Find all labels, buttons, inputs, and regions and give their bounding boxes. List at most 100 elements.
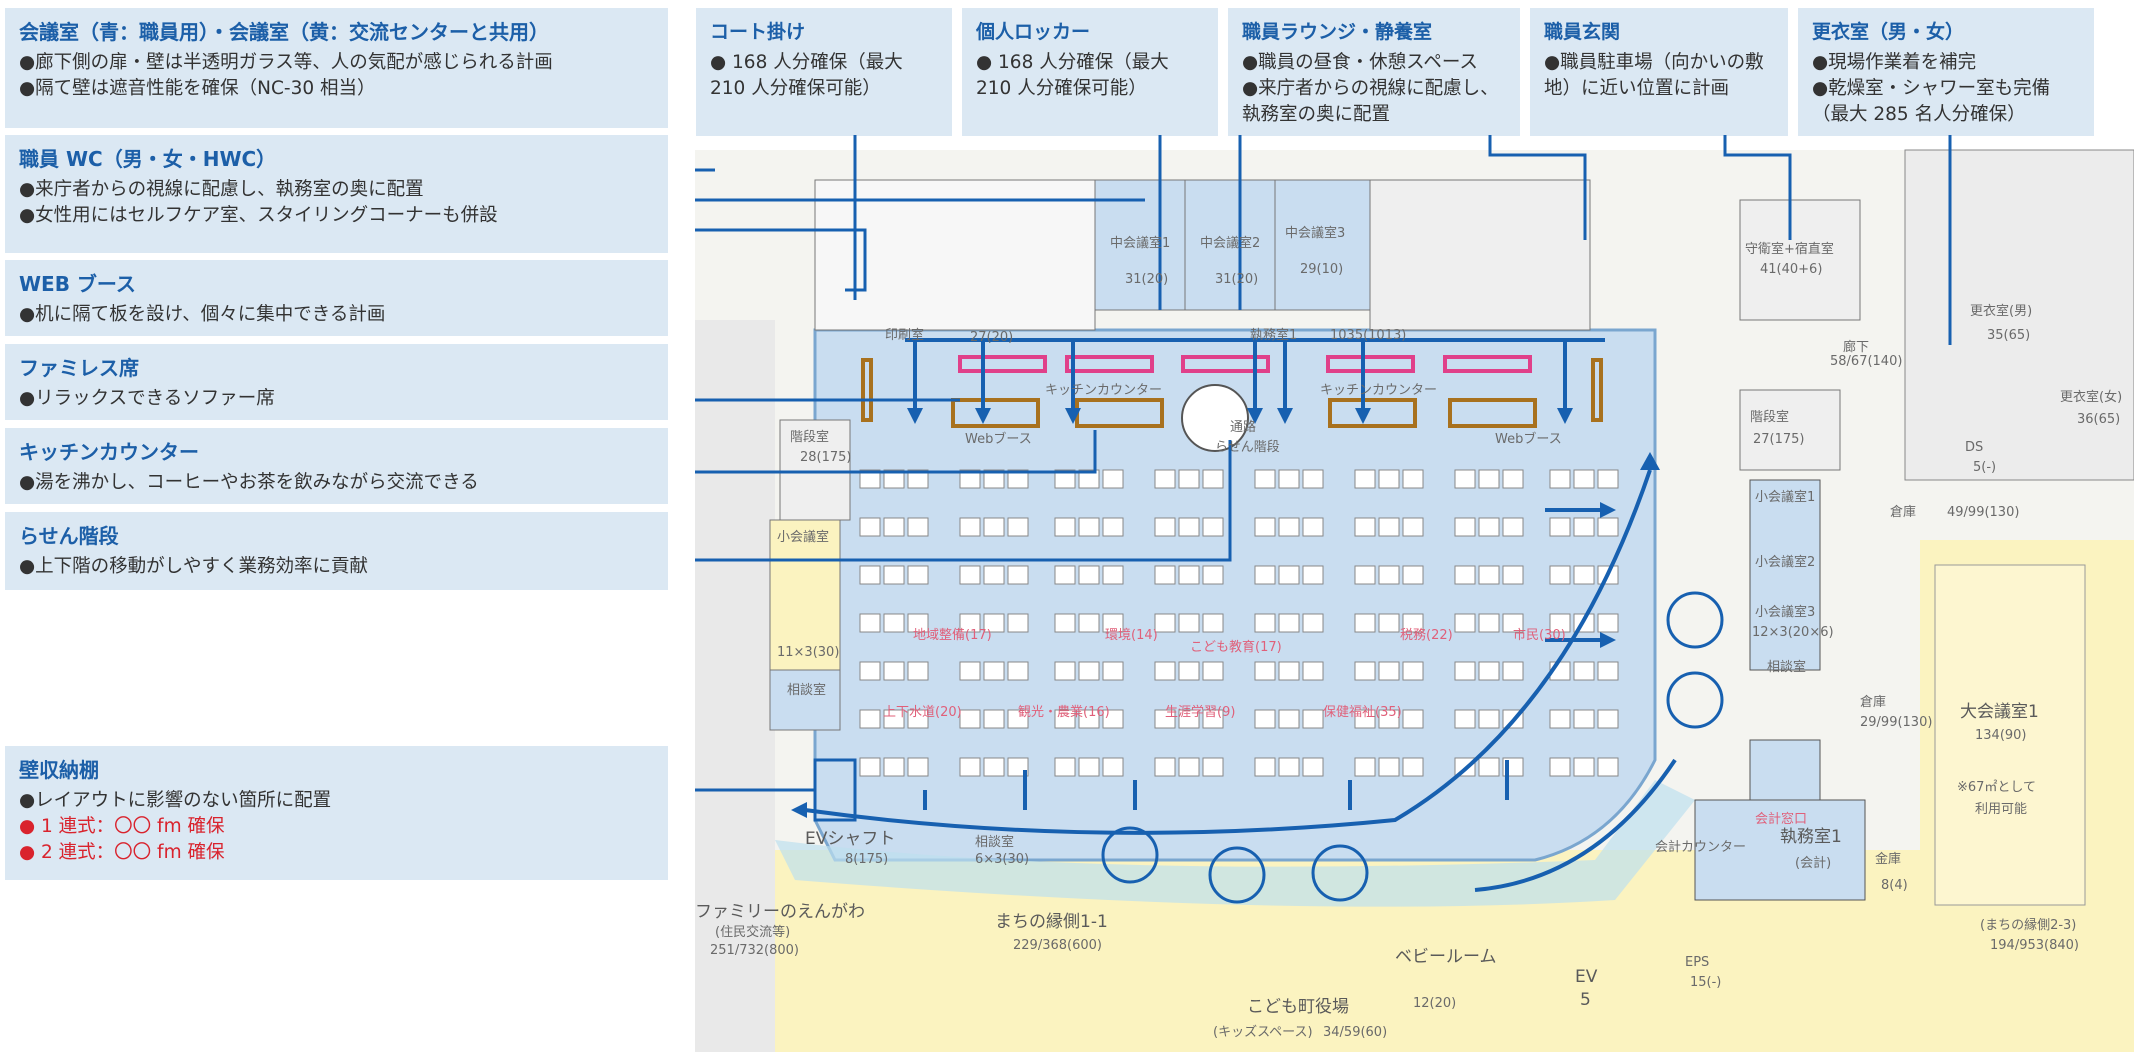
label-small-meeting-r-count: 12×3(20×6) — [1752, 625, 1834, 640]
label-consult-right: 相談室 — [1767, 660, 1807, 675]
desk — [1378, 565, 1400, 585]
desk — [1402, 517, 1424, 537]
desk — [1007, 709, 1029, 729]
desk — [1302, 661, 1324, 681]
desk — [1102, 469, 1124, 489]
callout-line: ●職員の昼食・休憩スペース — [1242, 52, 1478, 73]
desk — [959, 757, 981, 777]
desk — [859, 661, 881, 681]
label-dept-regional: 地域整備(17) — [913, 628, 992, 643]
label-accounting-counter: 会計カウンター — [1655, 840, 1747, 855]
callout-spiral-stairs: らせん階段 ●上下階の移動がしやすく業務効率に貢献 — [5, 512, 668, 590]
label-engawa-center: まちの縁側1-1 — [995, 912, 1108, 932]
desk — [1078, 613, 1100, 633]
desk — [1402, 565, 1424, 585]
desk — [1278, 757, 1300, 777]
callout-line: ●乾燥室・シャワー室も完備（最大 285 名人分確保） — [1812, 78, 2051, 125]
label-storage-1-count: 49/99(130) — [1947, 505, 2020, 520]
floor-plan-drawing — [695, 135, 2134, 1052]
label-meeting-room-2: 中会議室2 — [1200, 236, 1261, 251]
label-consult-bottom: 相談室 — [975, 835, 1015, 850]
desk — [1102, 565, 1124, 585]
callout-line: ●現場作業着を補完 — [1812, 52, 1977, 73]
label-storage-2-count: 29/99(130) — [1860, 715, 1933, 730]
label-changing-male: 更衣室(男) — [1970, 304, 2033, 319]
desk — [859, 709, 881, 729]
callout-line-red: ● 2 連式：〇〇 fm 確保 — [19, 842, 225, 863]
label-office: 執務室1 — [1250, 328, 1298, 343]
desk — [1278, 613, 1300, 633]
desk — [907, 613, 929, 633]
callout-line: ●来庁者からの視線に配慮し、執務室の奥に配置 — [1242, 78, 1499, 125]
desk — [1597, 757, 1619, 777]
desk — [1054, 517, 1076, 537]
callout-coat-hooks: コート掛け ● 168 人分確保（最大 210 人分確保可能） — [696, 8, 952, 136]
desk — [1502, 661, 1524, 681]
label-storage-1: 倉庫 — [1890, 505, 1917, 520]
callout-title: キッチンカウンター — [19, 440, 199, 464]
label-ev-shaft: EVシャフト — [805, 829, 896, 849]
desk — [1573, 757, 1595, 777]
desk — [1454, 709, 1476, 729]
label-print-room: 印刷室 — [885, 328, 925, 343]
desk — [959, 517, 981, 537]
flow-arrows — [804, 338, 1677, 892]
label-ev: EV — [1575, 967, 1598, 987]
callout-line: ●湯を沸かし、コーヒーやお茶を飲みながら交流できる — [19, 472, 479, 493]
desk — [1378, 469, 1400, 489]
desk — [1154, 517, 1176, 537]
small-meeting-right — [1749, 479, 1821, 671]
label-corridor-count: 58/67(140) — [1830, 354, 1903, 369]
desk — [1102, 757, 1124, 777]
desk — [1478, 661, 1500, 681]
desk — [1454, 517, 1476, 537]
lounge-block — [1369, 179, 1591, 331]
desk — [1378, 517, 1400, 537]
label-kids-count: 34/59(60) — [1323, 1025, 1388, 1040]
desk — [1549, 709, 1571, 729]
label-meeting-room-3: 中会議室3 — [1285, 226, 1346, 241]
counter-band — [775, 780, 1695, 907]
desk — [959, 709, 981, 729]
wall-storage-left — [813, 758, 857, 822]
label-engawa-center-count: 229/368(600) — [1013, 938, 1102, 953]
desk — [1402, 757, 1424, 777]
desk — [983, 565, 1005, 585]
label-kids-office: こども町役場 — [1247, 997, 1349, 1017]
label-small-meeting-left: 小会議室 — [777, 530, 830, 545]
desk — [1478, 517, 1500, 537]
desk — [1278, 709, 1300, 729]
desk — [1054, 565, 1076, 585]
desk — [1054, 613, 1076, 633]
desk — [1573, 517, 1595, 537]
desk-grid — [859, 469, 1619, 777]
label-accounting-office-sub: (会計) — [1795, 856, 1832, 871]
desk — [983, 757, 1005, 777]
accounting-office — [1694, 799, 1866, 901]
desk — [1302, 517, 1324, 537]
desk — [1573, 565, 1595, 585]
desk — [1278, 517, 1300, 537]
desk — [959, 469, 981, 489]
desk — [1454, 661, 1476, 681]
desk — [1302, 613, 1324, 633]
desk — [1154, 613, 1176, 633]
callout-kitchen-counter: キッチンカウンター ●湯を沸かし、コーヒーやお茶を飲みながら交流できる — [5, 428, 668, 504]
desk — [1202, 709, 1224, 729]
label-kids-space: (キッズスペース) — [1213, 1025, 1313, 1040]
desk — [1078, 469, 1100, 489]
label-engawa-left-count: 251/732(800) — [710, 943, 799, 958]
desk — [883, 757, 905, 777]
label-passage: 通路 — [1230, 420, 1257, 435]
callout-line: ●レイアウトに影響のない箇所に配置 — [19, 790, 332, 811]
desk — [907, 757, 929, 777]
consult-right — [1749, 739, 1821, 801]
label-changing-female-count: 36(65) — [2077, 412, 2121, 427]
callout-title: 職員ラウンジ・静養室 — [1242, 21, 1433, 43]
desk — [1573, 661, 1595, 681]
label-dept-tourism: 観光・農業(16) — [1018, 705, 1110, 720]
callout-meeting-rooms: 会議室（青：職員用）・会議室（黄：交流センターと共用） ●廊下側の扉・壁は半透明… — [5, 8, 668, 128]
desk — [1597, 709, 1619, 729]
desk — [1302, 565, 1324, 585]
label-safe-count: 8(4) — [1881, 878, 1908, 893]
